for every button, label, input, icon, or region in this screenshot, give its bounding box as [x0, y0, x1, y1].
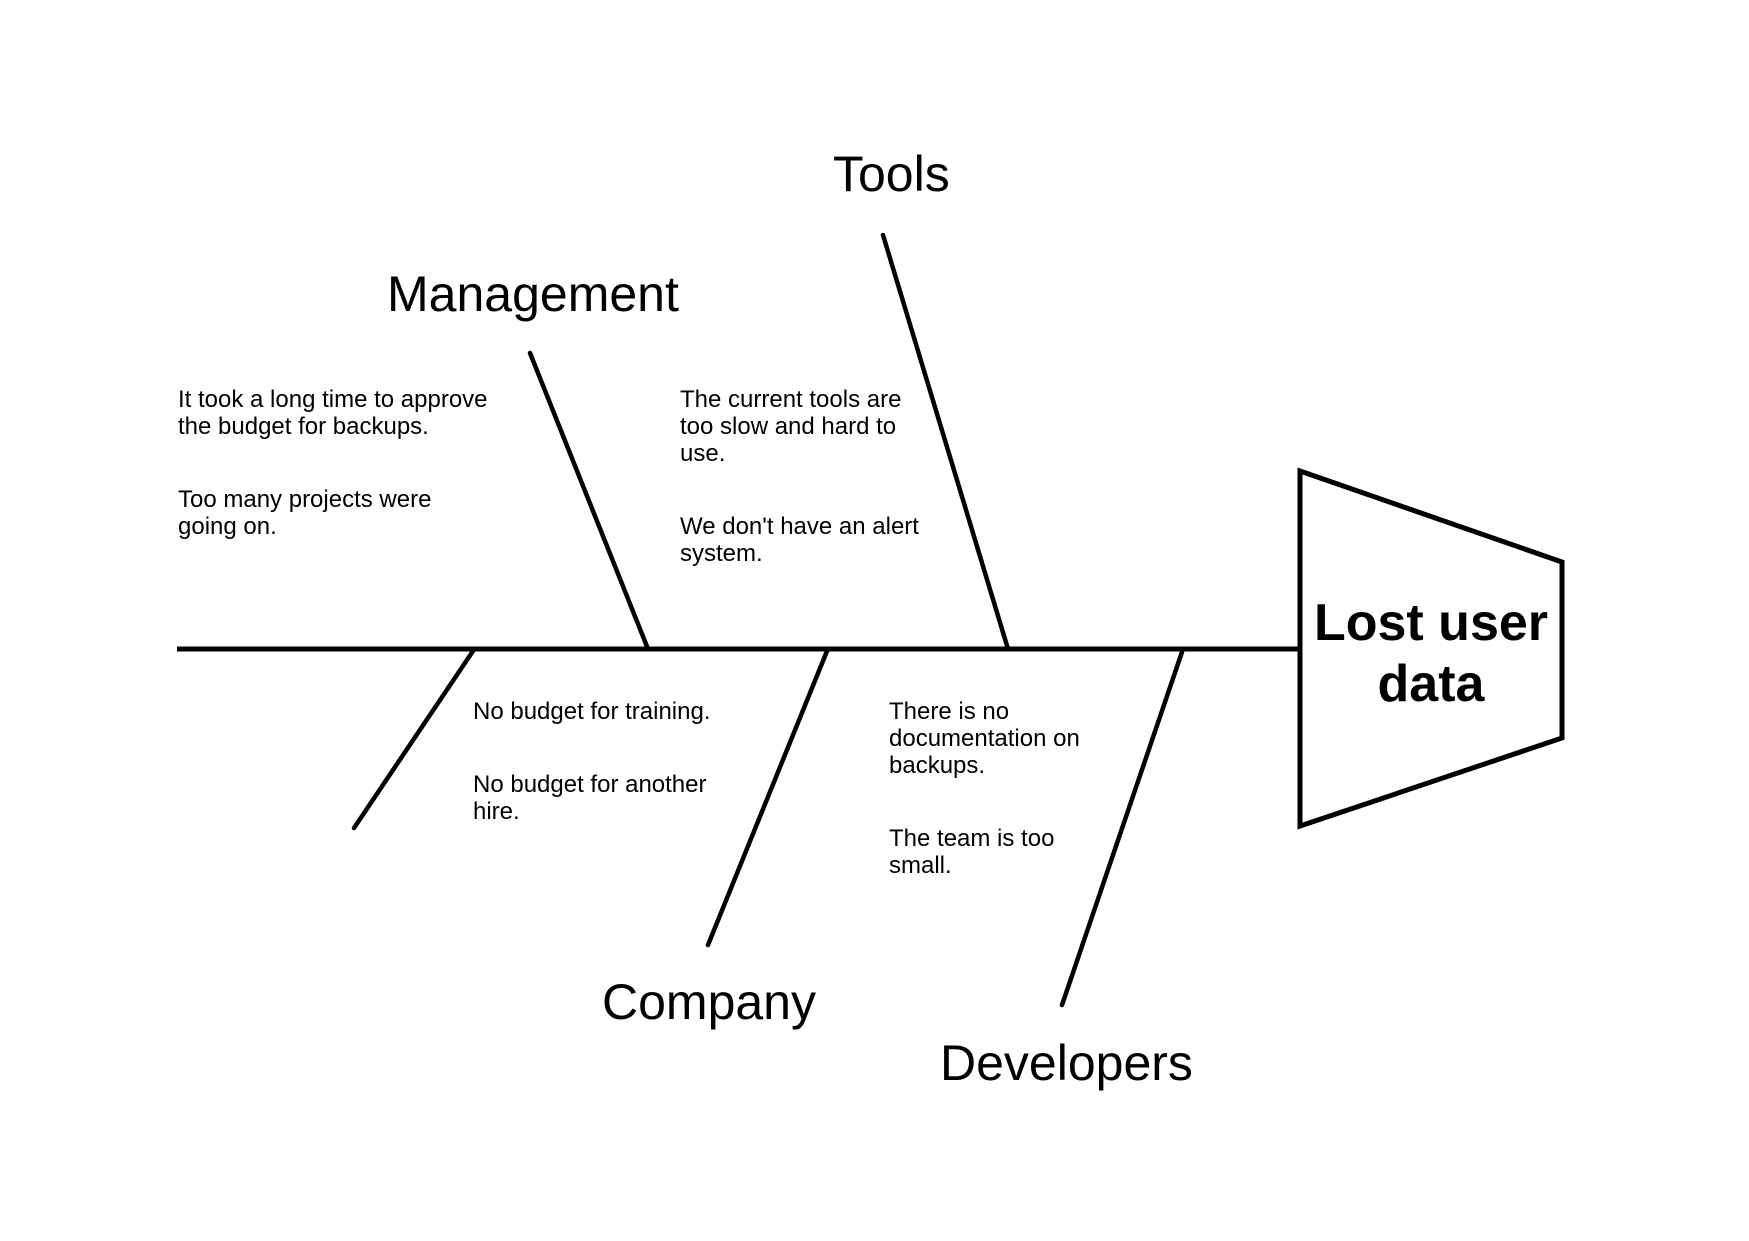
cause-text: There is no documentation on backups.	[889, 698, 1080, 779]
problem-head-shape	[1297, 467, 1565, 830]
category-label-management: Management	[387, 266, 679, 322]
management-branch-line	[527, 350, 651, 652]
category-label-developers: Developers	[940, 1035, 1193, 1091]
tools-branch-line	[880, 232, 1011, 652]
company-branch-line	[705, 648, 830, 948]
developers-branch-line	[1059, 649, 1185, 1008]
management-causes-list: It took a long time to approve the budge…	[178, 386, 538, 586]
cause-text: The current tools are too slow and hard …	[680, 386, 902, 467]
company-causes-list: No budget for training. No budget for ano…	[473, 698, 763, 871]
cause-text: Too many projects were going on.	[178, 486, 432, 540]
developers-causes-list: There is no documentation on backups. The…	[889, 698, 1119, 925]
problem-label: Lost user data	[1313, 594, 1549, 713]
cause-text: The team is too small.	[889, 825, 1055, 879]
category-label-tools: Tools	[833, 146, 950, 202]
cause-text: No budget for training.	[473, 698, 711, 725]
cause-text: It took a long time to approve the budge…	[178, 386, 488, 440]
extra-branch-line	[351, 648, 476, 831]
cause-text: No budget for another hire.	[473, 771, 707, 825]
cause-text: We don't have an alert system.	[680, 513, 919, 567]
tools-causes-list: The current tools are too slow and hard …	[680, 386, 940, 613]
category-label-company: Company	[602, 974, 816, 1030]
